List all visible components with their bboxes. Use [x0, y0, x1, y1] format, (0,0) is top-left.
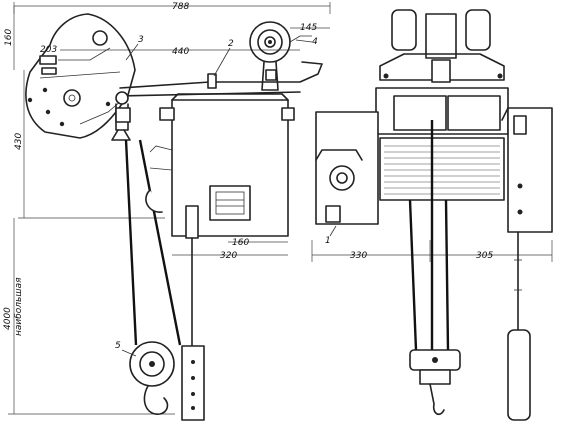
dimension-labels: 788 203 440 145 160 320 330 305 160 430 … — [3, 2, 493, 336]
rail-beam — [119, 61, 323, 97]
callout-5: 5 — [115, 341, 121, 351]
dim-left-offset: 203 — [40, 45, 57, 55]
dim-overall-width: 788 — [172, 2, 189, 12]
side-view-trolley — [379, 9, 505, 83]
pendant-controller-right — [507, 231, 531, 421]
callout-4: 4 — [312, 37, 318, 47]
side-view-body — [315, 87, 553, 233]
dim-side-right: 305 — [476, 251, 493, 261]
dim-trolley-span: 440 — [172, 47, 189, 57]
dim-lift-height: 4000 — [3, 307, 13, 330]
side-view-rope-hook — [408, 120, 461, 416]
top-pulley — [249, 21, 312, 91]
pendant-controller-left — [181, 205, 205, 421]
callout-labels: 1 2 3 4 5 — [115, 35, 337, 357]
motor-housing — [149, 93, 295, 237]
dim-top-height: 160 — [4, 29, 14, 46]
callout-3: 3 — [138, 35, 144, 45]
dim-box-offset: 160 — [232, 238, 249, 248]
dim-right-offset: 145 — [300, 23, 317, 33]
callout-2: 2 — [228, 39, 234, 49]
rope-and-hook-left — [124, 139, 182, 415]
dim-lift-height-note: наибольшая — [14, 277, 24, 336]
callout-1: 1 — [325, 236, 331, 246]
hook-block-upper — [111, 91, 131, 141]
dim-housing-height: 430 — [14, 133, 24, 150]
dim-body-width: 320 — [220, 251, 237, 261]
dim-side-left: 330 — [350, 251, 367, 261]
